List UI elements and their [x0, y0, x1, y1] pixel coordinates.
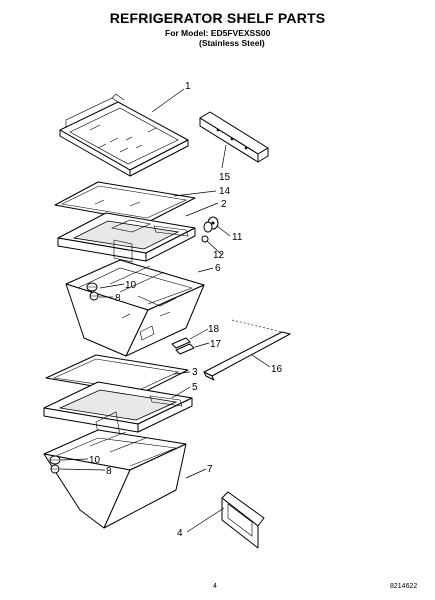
callout-label: 2 [221, 199, 227, 210]
callout-label: 16 [271, 364, 283, 375]
part-15-bracket [199, 111, 269, 163]
callout-labels: 1 15 14 2 11 12 6 10 8 18 17 16 3 5 10 8… [89, 81, 283, 539]
callout-label: 17 [210, 339, 222, 350]
leader-lines [59, 88, 271, 533]
callout-label: 12 [213, 250, 225, 261]
callout-label: 8 [106, 466, 112, 477]
page-number: 4 [213, 583, 217, 590]
part-4-badge [221, 491, 265, 549]
page-title: REFRIGERATOR SHELF PARTS [109, 10, 326, 26]
watermark: AppliancePartsPros.com [132, 14, 242, 24]
callout-label: 10 [89, 455, 101, 466]
callout-label: 15 [219, 172, 231, 183]
document-number: 8214622 [390, 583, 418, 590]
callout-label: 3 [192, 367, 198, 378]
callout-label: 18 [208, 324, 220, 335]
callout-label: 1 [185, 81, 191, 92]
part-1-glass-shelf [59, 93, 189, 177]
part-10-8-fasteners-lower [49, 455, 61, 474]
callout-label: 5 [192, 382, 198, 393]
callout-label: 7 [207, 464, 213, 475]
part-5-pan-frame [43, 381, 193, 447]
finish-line: (Stainless Steel) [199, 38, 265, 48]
part-11-roller [203, 216, 219, 233]
model-line: For Model: ED5FVEXSS00 [165, 28, 271, 38]
part-16-trim-bar [203, 319, 291, 381]
part-12-clip [201, 235, 209, 243]
part-7-crisper-drawer [43, 429, 187, 529]
callout-label: 6 [215, 263, 221, 274]
callout-label: 14 [219, 186, 231, 197]
part-17-18-clips [171, 337, 195, 355]
callout-label: 4 [177, 528, 183, 539]
callout-label: 8 [115, 293, 121, 304]
part-2-pan-frame [57, 212, 196, 262]
callout-label: 10 [125, 280, 137, 291]
callout-label: 11 [232, 232, 243, 243]
part-10-8-fasteners-upper [86, 282, 99, 301]
part-6-crisper-drawer [65, 239, 205, 357]
